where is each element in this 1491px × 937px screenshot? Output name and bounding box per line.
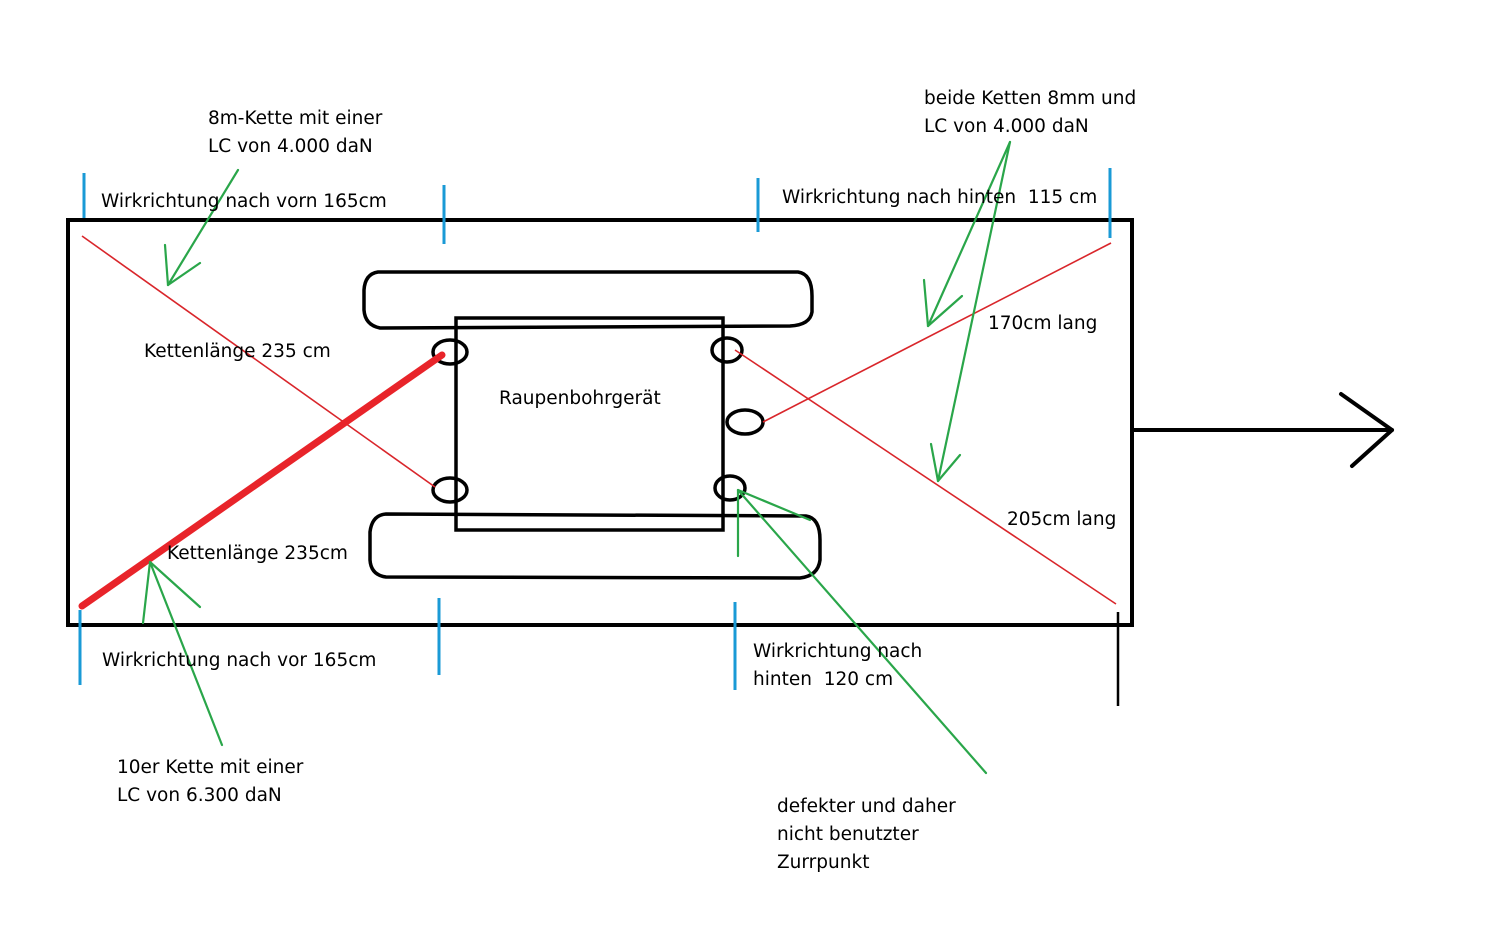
label-top-right-chains: beide Ketten 8mm und LC von 4.000 daN: [924, 88, 1137, 137]
label-defective-point: defekter und daher nicht benutzter Zurrp…: [777, 796, 956, 873]
lashing-point-rear-bottom: [713, 474, 747, 502]
label-length-170: 170cm lang: [988, 313, 1098, 334]
label-direction-front-top: Wirkrichtung nach vorn 165cm: [101, 191, 387, 212]
rig-body: [454, 316, 725, 532]
label-chain-length-bottom: Kettenlänge 235cm: [167, 543, 348, 564]
lashing-point-front-bottom: [431, 476, 469, 504]
label-rig: Raupenbohrgerät: [499, 388, 661, 409]
dimension-ticks: [78, 168, 1112, 690]
chain-rear-bottom: [734, 349, 1117, 605]
chain-front-top: [81, 235, 436, 488]
label-bottom-left-chain: 10er Kette mit einer LC von 6.300 daN: [117, 757, 304, 806]
label-top-left-chain: 8m-Kette mit einer LC von 4.000 daN: [208, 108, 383, 157]
track-top: [362, 270, 814, 330]
label-direction-rear-bottom: Wirkrichtung nach hinten 120 cm: [753, 641, 923, 690]
direction-arrow-icon: [1132, 392, 1394, 468]
lashing-point-front-top: [431, 338, 469, 366]
annotation-pointers: [141, 140, 1012, 775]
chain-front-bottom-heavy: [78, 351, 446, 610]
label-direction-rear-top: Wirkrichtung nach hinten 115 cm: [782, 187, 1098, 208]
lashing-point-rear-mid: [725, 408, 765, 436]
label-direction-front-bottom: Wirkrichtung nach vor 165cm: [102, 650, 377, 671]
chain-rear-top: [762, 242, 1112, 423]
lashing-point-rear-top: [710, 336, 744, 364]
label-chain-length-top: Kettenlänge 235 cm: [144, 341, 331, 362]
label-length-205: 205cm lang: [1007, 509, 1117, 530]
track-bottom: [368, 512, 822, 580]
trailer-outline: [66, 218, 1134, 627]
